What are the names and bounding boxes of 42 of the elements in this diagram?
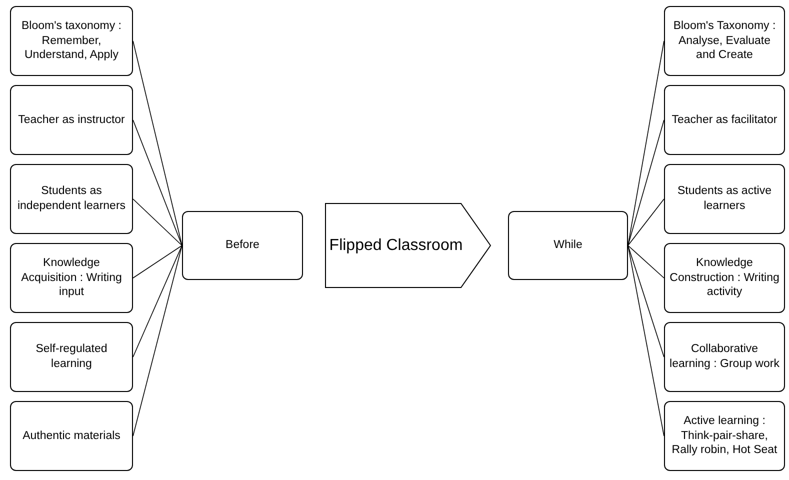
node-text: Active learning : Think-pair-share, Rally robin, Hot Seat <box>670 414 778 458</box>
node-text: Knowledge Construction : Writing activity <box>669 256 780 300</box>
connector-line <box>628 245 664 436</box>
node-text: Bloom's taxonomy : Remember, Understand, Apply <box>20 18 122 64</box>
connector-line <box>628 198 664 246</box>
connector-line <box>132 245 182 358</box>
node-text: Teacher as facilitator <box>672 112 778 128</box>
node-text: Students as active learners <box>676 184 772 214</box>
process-box <box>10 243 133 313</box>
process-box <box>182 211 303 280</box>
process-box <box>10 322 133 392</box>
node-text: Before <box>226 238 260 253</box>
node-text: Students as independent learners <box>16 184 127 214</box>
process-box <box>664 85 785 155</box>
connector-line <box>132 245 182 436</box>
process-box <box>664 401 785 471</box>
connector-line <box>132 245 182 278</box>
process-box <box>10 401 133 471</box>
process-box <box>664 243 785 313</box>
connector-line <box>628 245 664 358</box>
connector-line <box>132 198 182 246</box>
node-text: Collaborative learning : Group work <box>669 342 780 372</box>
node-text: Authentic materials <box>22 428 120 444</box>
connector-line <box>132 40 182 246</box>
node-text: Knowledge Acquisition : Writing input <box>20 256 123 300</box>
node-text: While <box>554 238 582 253</box>
connector-line <box>132 120 182 246</box>
connector-line <box>628 40 664 246</box>
connector-line <box>628 245 664 278</box>
node-text: Bloom's Taxonomy : Analyse, Evaluate and Create <box>672 18 777 64</box>
process-box <box>10 85 133 155</box>
process-box <box>10 164 133 234</box>
node-text: Teacher as instructor <box>18 112 125 128</box>
node-text: Self-regulated learning <box>34 342 108 372</box>
process-box <box>10 6 133 76</box>
process-box <box>508 211 628 280</box>
process-box <box>664 6 785 76</box>
connector-line <box>628 120 664 246</box>
process-box <box>664 164 785 234</box>
pentagon-box <box>325 203 491 288</box>
process-box <box>664 322 785 392</box>
node-text: Flipped Classroom <box>329 236 464 256</box>
